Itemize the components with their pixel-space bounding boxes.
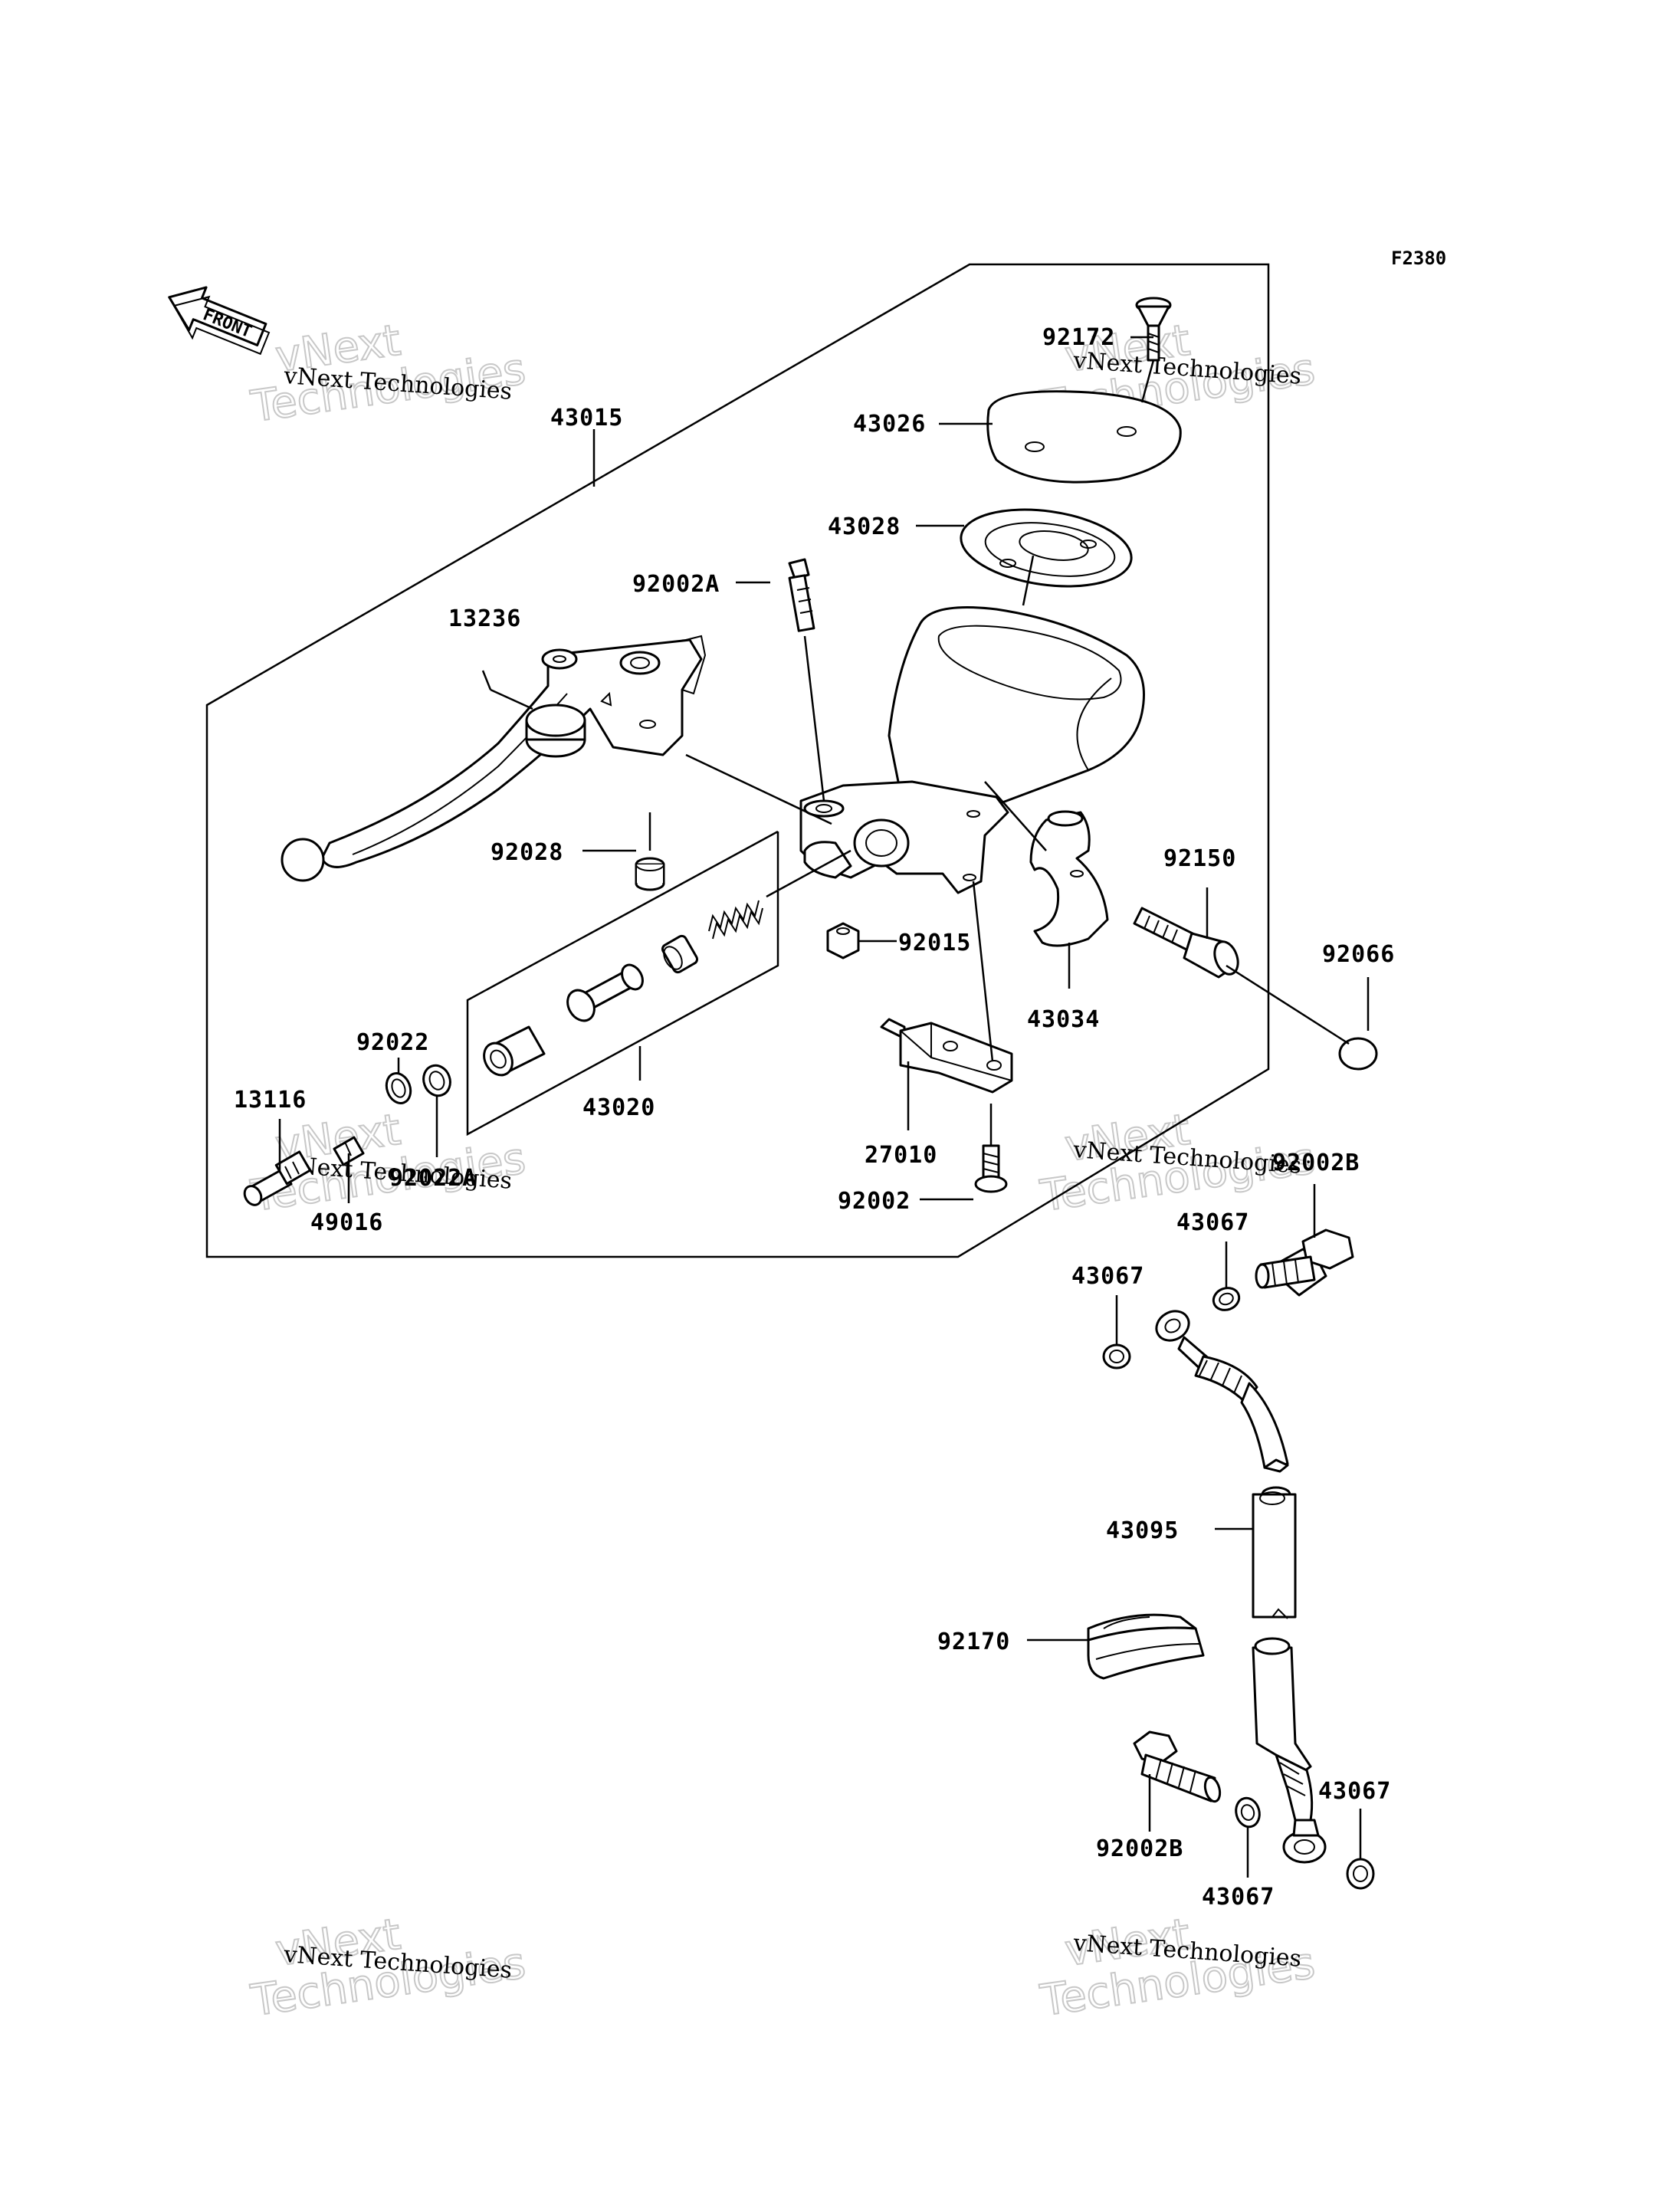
piston-kit-outline xyxy=(466,830,779,1137)
hose-section-43095 xyxy=(1252,1486,1297,1619)
nut-92015 xyxy=(826,922,860,959)
banjo-bolt-92002B-bottom xyxy=(1133,1730,1222,1803)
label-92015: 92015 xyxy=(898,930,971,956)
label-92002B-top: 92002B xyxy=(1272,1150,1360,1176)
label-43067-b: 43067 xyxy=(1071,1263,1144,1290)
label-92002B-bottom: 92002B xyxy=(1096,1835,1183,1862)
circlip-92022 xyxy=(385,1072,412,1104)
label-92022A: 92022A xyxy=(389,1165,477,1192)
label-43026: 43026 xyxy=(853,411,926,438)
label-92066: 92066 xyxy=(1322,941,1395,968)
label-43015: 43015 xyxy=(550,405,623,431)
diagram-code: F2380 xyxy=(1391,248,1446,269)
switch-27010 xyxy=(880,1018,1013,1094)
screw-92002A xyxy=(788,558,815,632)
washer-43067-c xyxy=(1235,1796,1261,1829)
reservoir-cap-43026 xyxy=(986,390,1182,484)
screw-92002 xyxy=(974,1144,1008,1193)
label-43028: 43028 xyxy=(828,513,901,540)
bolt-92150 xyxy=(1133,907,1239,979)
hose-upper xyxy=(1155,1310,1289,1473)
label-92002: 92002 xyxy=(838,1188,911,1215)
leader-lines xyxy=(278,336,1370,1203)
label-92150: 92150 xyxy=(1163,845,1236,872)
washer-43067-b xyxy=(1102,1343,1131,1369)
label-92022: 92022 xyxy=(356,1029,429,1056)
cap-92066 xyxy=(1338,1037,1378,1071)
leader-lines-outside xyxy=(1027,1184,1362,1878)
label-43095: 43095 xyxy=(1106,1517,1179,1544)
label-92028: 92028 xyxy=(491,839,563,866)
banjo-bolt-92002B-top xyxy=(1255,1228,1354,1297)
lever-13236 xyxy=(281,635,707,882)
clamp-92170 xyxy=(1087,1613,1205,1680)
label-43067-c: 43067 xyxy=(1202,1884,1275,1911)
label-43034: 43034 xyxy=(1027,1006,1100,1033)
label-43067-a: 43067 xyxy=(1176,1209,1249,1236)
clamp-43034 xyxy=(1029,810,1109,947)
label-13116: 13116 xyxy=(234,1087,307,1114)
piston-kit-43020 xyxy=(483,900,763,1077)
label-27010: 27010 xyxy=(865,1142,937,1169)
label-49016: 49016 xyxy=(310,1209,383,1236)
label-43020: 43020 xyxy=(582,1094,655,1121)
front-arrow-icon: FRONT xyxy=(168,286,271,356)
diaphragm-plate-43028 xyxy=(960,508,1133,588)
label-13236: 13236 xyxy=(448,605,521,632)
cap-screw-92172 xyxy=(1135,297,1172,362)
washer-92022A xyxy=(422,1064,451,1097)
bushing-92028 xyxy=(635,857,665,891)
nut-49016 xyxy=(333,1136,365,1166)
label-92170: 92170 xyxy=(937,1629,1010,1655)
washer-43067-a xyxy=(1212,1287,1241,1311)
pushrod-13116 xyxy=(243,1150,312,1206)
label-92172: 92172 xyxy=(1042,324,1115,351)
part-labels: 43015 13236 92028 92022 13116 92022A 490… xyxy=(234,324,1395,1911)
assembly-outline xyxy=(205,263,1270,1258)
hose-lower xyxy=(1252,1637,1327,1864)
label-43067-d: 43067 xyxy=(1318,1778,1391,1805)
washer-43067-d xyxy=(1346,1858,1375,1890)
master-cylinder-body xyxy=(799,606,1145,894)
label-92002A: 92002A xyxy=(632,571,720,598)
